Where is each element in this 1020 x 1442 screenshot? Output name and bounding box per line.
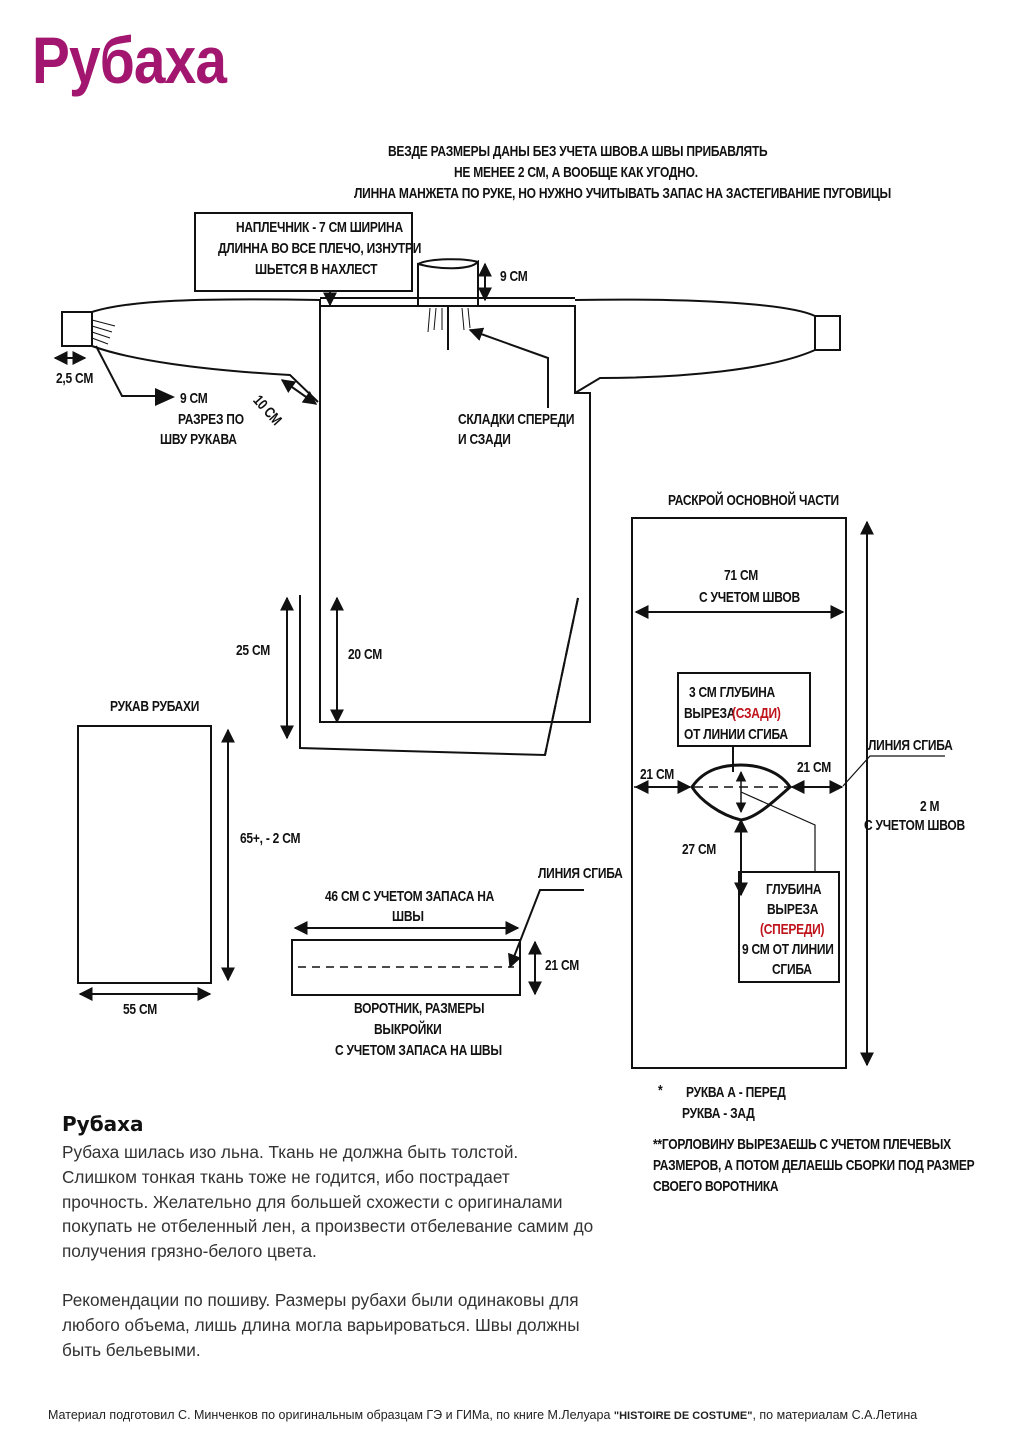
text-paragraph-2: Рекомендации по пошиву. Размеры рубахи б… bbox=[62, 1290, 580, 1360]
footnote-5: СВОЕГО ВОРОТНИКА bbox=[653, 1178, 779, 1195]
front-slit-label: 20 СМ bbox=[348, 646, 382, 663]
collar-caption-2: ВЫКРОЙКИ bbox=[374, 1021, 442, 1038]
main-width-2: С УЧЕТОМ ШВОВ bbox=[699, 589, 800, 606]
main-length-1: 2 М bbox=[920, 798, 940, 815]
back-slit-label: 25 СМ bbox=[236, 642, 270, 659]
footnote-1: РУКВА А - ПЕРЕД bbox=[686, 1084, 786, 1101]
page-title: Рубаха bbox=[32, 23, 227, 97]
main-cut-title: РАСКРОЙ ОСНОВНОЙ ЧАСТИ bbox=[668, 492, 839, 509]
collar-shape bbox=[417, 259, 479, 307]
credits-footer: Материал подготовил С. Минченков по ориг… bbox=[48, 1408, 917, 1422]
credits-c: , по материалам С.А.Летина bbox=[752, 1408, 918, 1422]
right-cuff bbox=[814, 315, 841, 351]
back-depth-4: ОТ ЛИНИИ СГИБА bbox=[684, 726, 788, 743]
back-depth-3: (СЗАДИ) bbox=[732, 705, 781, 722]
left-cuff bbox=[61, 311, 93, 347]
footnote-star: * bbox=[658, 1082, 663, 1099]
slit-label-2: ШВУ РУКАВА bbox=[160, 431, 237, 448]
shoulder-note-2: ДЛИННА ВО ВСЕ ПЛЕЧО, ИЗНУТРИ bbox=[218, 240, 422, 257]
main-fold-label: ЛИНИЯ СГИБА bbox=[868, 737, 953, 754]
main-length-2: С УЧЕТОМ ШВОВ bbox=[864, 817, 965, 834]
shirt-front-hem bbox=[299, 595, 579, 757]
main-cut-rect bbox=[631, 517, 847, 1069]
collar-caption-1: ВОРОТНИК, РАЗМЕРЫ bbox=[354, 1000, 485, 1017]
back-depth-box bbox=[677, 672, 811, 747]
credits-book: "HISTOIRE DE COSTUME" bbox=[613, 1410, 753, 1422]
cuff-width-label: 2,5 СМ bbox=[56, 370, 94, 387]
left-21-label: 21 СМ bbox=[640, 766, 674, 783]
front-depth-2: ВЫРЕЗА bbox=[767, 901, 819, 918]
footnote-3: **ГОРЛОВИНУ ВЫРЕЗАЕШЬ С УЧЕТОМ ПЛЕЧЕВЫХ bbox=[653, 1136, 951, 1153]
note-line-1a: ВЕЗДЕ РАЗМЕРЫ ДАНЫ БЕЗ УЧЕТА ШВОВ. bbox=[388, 143, 641, 160]
note-line-1b: А ШВЫ ПРИБАВЛЯТЬ bbox=[640, 143, 768, 160]
sleeve-rect bbox=[77, 725, 212, 984]
pleats-label-2: И СЗАДИ bbox=[458, 431, 511, 448]
front-depth-box bbox=[738, 871, 840, 983]
shoulder-note-3: ШЬЕТСЯ В НАХЛЕСТ bbox=[255, 261, 378, 278]
pleats-label-1: СКЛАДКИ СПЕРЕДИ bbox=[458, 411, 575, 428]
shoulder-note-box bbox=[194, 212, 413, 292]
credits-a: Материал подготовил С. Минченков по ориг… bbox=[48, 1408, 614, 1422]
right-sleeve bbox=[574, 298, 841, 394]
text-heading: Рубаха bbox=[62, 1112, 144, 1136]
front-depth-3: (СПЕРЕДИ) bbox=[760, 921, 825, 938]
collar-height-dim: 21 СМ bbox=[545, 957, 579, 974]
collar-fold-label: ЛИНИЯ СГИБА bbox=[538, 865, 623, 882]
front-depth-4: 9 СМ ОТ ЛИНИИ bbox=[742, 941, 834, 958]
text-paragraph-1: Рубаха шилась изо льна. Ткань не должна … bbox=[62, 1142, 594, 1262]
left-sleeve-top bbox=[62, 298, 321, 313]
shoulder-note-1: НАПЛЕЧНИК - 7 СМ ШИРИНА bbox=[236, 219, 403, 236]
footnote-2: РУКВА - ЗАД bbox=[682, 1105, 755, 1122]
note-line-3: ЛИННА МАНЖЕТА ПО РУКЕ, НО НУЖНО УЧИТЫВАТ… bbox=[354, 185, 892, 202]
sleeve-title: РУКАВ РУБАХИ bbox=[110, 698, 200, 715]
collar-height-label: 9 СМ bbox=[500, 268, 528, 285]
sleeve-length-label: 65+, - 2 СМ bbox=[240, 830, 301, 847]
depth-27-label: 27 СМ bbox=[682, 841, 716, 858]
collar-length-label-1: 46 СМ С УЧЕТОМ ЗАПАСА НА bbox=[325, 888, 495, 905]
slit-label-1: РАЗРЕЗ ПО bbox=[178, 411, 244, 428]
slit-length-label: 9 СМ bbox=[180, 390, 208, 407]
sleeve-width-label: 55 СМ bbox=[123, 1001, 157, 1018]
collar-length-label-2: ШВЫ bbox=[392, 908, 424, 925]
left-sleeve-bottom bbox=[62, 345, 319, 403]
back-depth-1: 3 СМ ГЛУБИНА bbox=[689, 684, 775, 701]
right-21-label: 21 СМ bbox=[797, 759, 831, 776]
neckline-shape bbox=[690, 763, 792, 822]
main-width-1: 71 СМ bbox=[724, 567, 758, 584]
back-depth-2: ВЫРЕЗА bbox=[684, 705, 736, 722]
collar-caption-3: С УЧЕТОМ ЗАПАСА НА ШВЫ bbox=[335, 1042, 502, 1059]
front-depth-1: ГЛУБИНА bbox=[766, 881, 822, 898]
front-depth-5: СГИБА bbox=[772, 961, 812, 978]
footnote-4: РАЗМЕРОВ, А ПОТОМ ДЕЛАЕШЬ СБОРКИ ПОД РАЗ… bbox=[653, 1157, 975, 1174]
note-line-2: НЕ МЕНЕЕ 2 СМ, А ВООБЩЕ КАК УГОДНО. bbox=[454, 164, 698, 181]
